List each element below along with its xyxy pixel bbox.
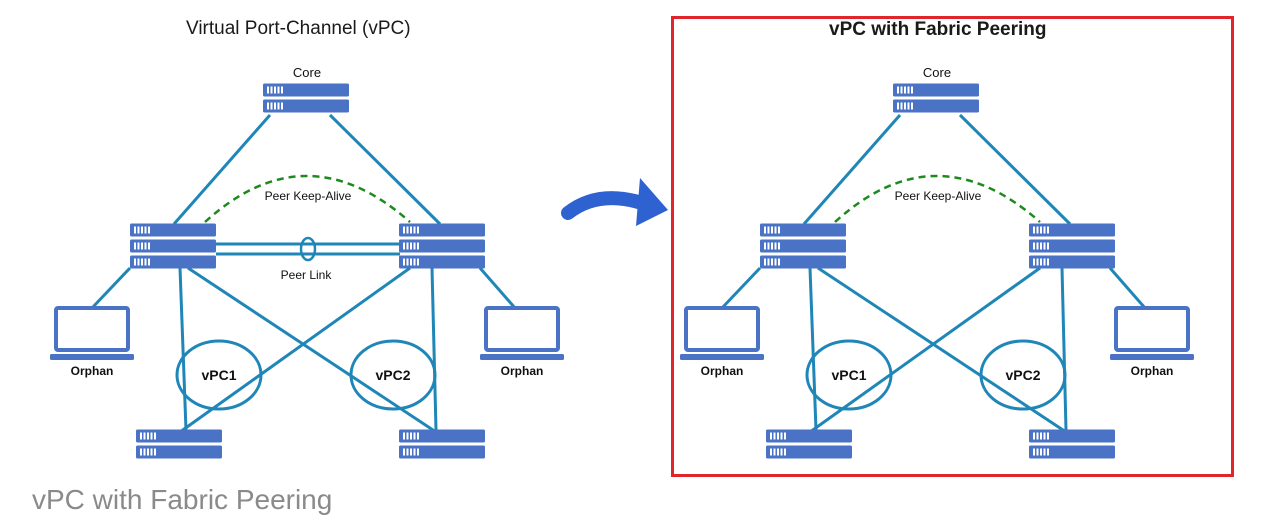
access-switch-left-icon [136,429,222,459]
caption: vPC with Fabric Peering [32,484,333,515]
left-peer-switch-icon [130,223,216,269]
keepalive-label: Peer Keep-Alive [895,189,982,203]
orphan-right-label: Orphan [1131,364,1174,378]
right-peer-switch-icon [1029,223,1115,269]
left-peer-switch-icon [760,223,846,269]
orphan-right-label: Orphan [501,364,544,378]
left-diagram: Core Peer Keep-Alive Peer Link Orphan Or… [48,65,566,459]
access-switch-right-icon [399,429,485,459]
orphan-left-label: Orphan [71,364,114,378]
access-switch-right-icon [1029,429,1115,459]
vpc2-label: vPC2 [375,367,410,383]
orphan-left-laptop-icon [678,306,766,362]
peer-keepalive-link [834,174,1041,223]
core-label: Core [293,65,321,80]
arrow-icon [561,178,668,226]
highlight-box [671,16,1234,477]
left-diagram-title: Virtual Port-Channel (vPC) [186,18,411,39]
right-diagram: Core Peer Keep-Alive Orphan Orphan vPC1 … [678,65,1196,459]
peer-link-label: Peer Link [281,268,333,282]
peer-keepalive-link [204,174,411,223]
vpc1-ellipse [175,339,263,411]
keepalive-label: Peer Keep-Alive [265,189,352,203]
right-diagram-title: vPC with Fabric Peering [829,19,1047,40]
vpc1-ellipse [805,339,893,411]
links [90,113,517,434]
vpc2-ellipse [349,339,437,411]
right-peer-switch-icon [399,223,485,269]
vpc2-ellipse [979,339,1067,411]
access-switch-left-icon [766,429,852,459]
orphan-right-laptop-icon [478,306,566,362]
core-switch-icon [893,83,979,113]
vpc2-label: vPC2 [1005,367,1040,383]
peer-link-bundle [299,236,317,262]
vpc1-label: vPC1 [831,367,866,383]
core-switch-icon [263,83,349,113]
orphan-left-label: Orphan [701,364,744,378]
orphan-right-laptop-icon [1108,306,1196,362]
core-label: Core [923,65,951,80]
links [720,113,1147,434]
vpc1-label: vPC1 [201,367,236,383]
orphan-left-laptop-icon [48,306,136,362]
